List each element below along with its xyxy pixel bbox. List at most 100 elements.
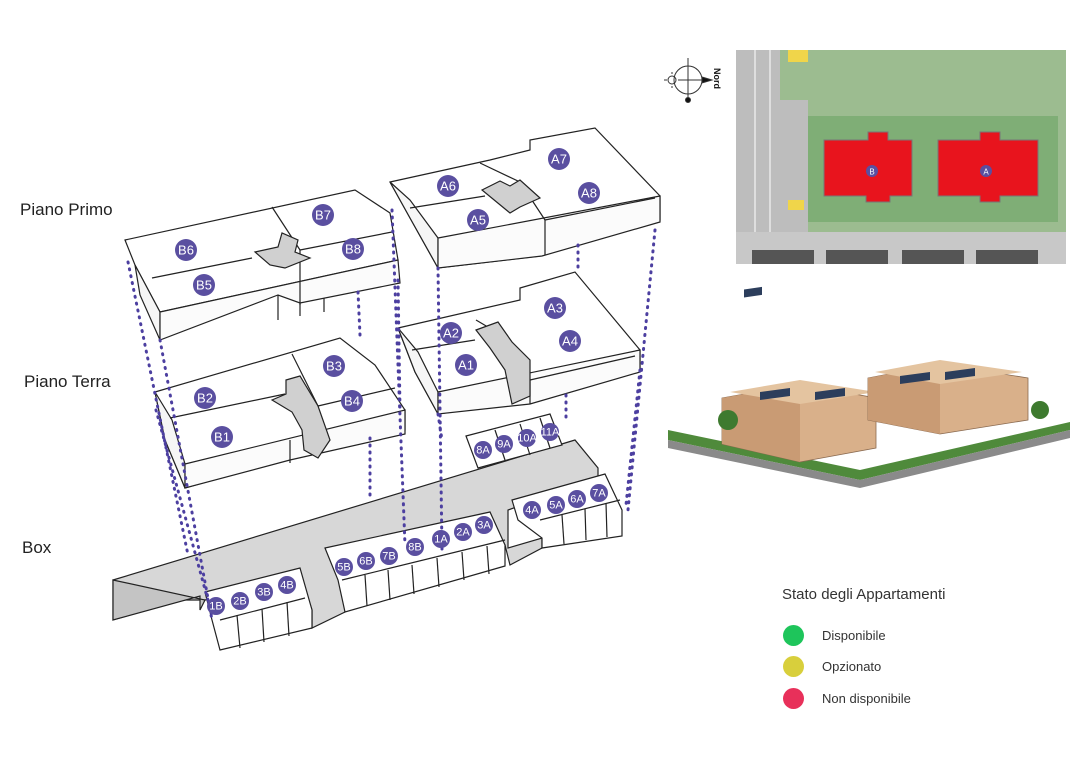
unit-marker-circle xyxy=(323,355,345,377)
box-2b[interactable]: 2B xyxy=(231,592,249,610)
site-plan: B A xyxy=(736,50,1066,264)
unit-marker-circle xyxy=(312,204,334,226)
unit-marker-label: B3 xyxy=(326,359,342,374)
box-3a[interactable]: 3A xyxy=(475,516,493,534)
unit-marker-circle xyxy=(342,238,364,260)
unit-marker-label: 2A xyxy=(456,527,470,539)
unit-marker-circle xyxy=(547,496,565,514)
unit-marker-circle xyxy=(341,390,363,412)
unit-b7[interactable]: B7 xyxy=(312,204,334,226)
legend-title: Stato degli Appartamenti xyxy=(782,586,946,603)
box-3b[interactable]: 3B xyxy=(255,583,273,601)
unit-marker-circle xyxy=(474,441,492,459)
siteplan-label-b: B xyxy=(869,168,874,177)
unit-marker-label: 9A xyxy=(497,439,511,451)
unit-b3[interactable]: B3 xyxy=(323,355,345,377)
box-1a[interactable]: 1A xyxy=(432,530,450,548)
box-5a[interactable]: 5A xyxy=(547,496,565,514)
unit-marker-label: A7 xyxy=(551,152,567,167)
box-7a[interactable]: 7A xyxy=(590,484,608,502)
box-2a[interactable]: 2A xyxy=(454,523,472,541)
unit-marker-circle xyxy=(231,592,249,610)
unit-marker-label: 3B xyxy=(257,587,270,599)
unit-marker-circle xyxy=(467,209,489,231)
unit-marker-label: 11A xyxy=(541,427,560,439)
label-piano-terra: Piano Terra xyxy=(24,372,111,391)
unit-marker-circle xyxy=(193,274,215,296)
unit-a1[interactable]: A1 xyxy=(455,354,477,376)
box-1b[interactable]: 1B xyxy=(207,597,225,615)
unit-marker-circle xyxy=(518,429,536,447)
unit-a8[interactable]: A8 xyxy=(578,182,600,204)
floor-piano-terra xyxy=(154,271,641,489)
unit-marker-circle xyxy=(406,538,424,556)
box-10a[interactable]: 10A xyxy=(517,429,537,447)
unit-marker-label: A6 xyxy=(440,179,456,194)
unit-marker-label: B8 xyxy=(345,242,361,257)
legend-label-non-disponibile: Non disponibile xyxy=(822,691,911,706)
unit-marker-circle xyxy=(590,484,608,502)
box-6b[interactable]: 6B xyxy=(357,552,375,570)
unit-b6[interactable]: B6 xyxy=(175,239,197,261)
unit-marker-label: A5 xyxy=(470,213,486,228)
unit-marker-label: 5A xyxy=(549,500,563,512)
unit-marker-circle xyxy=(495,435,513,453)
unit-marker-label: A1 xyxy=(458,358,474,373)
unit-marker-circle xyxy=(278,576,296,594)
legend-label-opzionato: Opzionato xyxy=(822,659,882,674)
unit-marker-label: 5B xyxy=(337,562,350,574)
unit-marker-label: A2 xyxy=(443,326,459,341)
box-7b[interactable]: 7B xyxy=(380,547,398,565)
legend-item-disponibile: Disponibile xyxy=(782,625,1032,647)
unit-marker-circle xyxy=(559,330,581,352)
box-8b[interactable]: 8B xyxy=(406,538,424,556)
legend-item-non-disponibile: Non disponibile xyxy=(782,688,1032,710)
unit-a6[interactable]: A6 xyxy=(437,175,459,197)
unit-marker-label: 4A xyxy=(525,505,539,517)
unit-b5[interactable]: B5 xyxy=(193,274,215,296)
unit-marker-label: 3A xyxy=(477,520,491,532)
unit-a5[interactable]: A5 xyxy=(467,209,489,231)
unit-marker-circle xyxy=(437,175,459,197)
unit-marker-circle xyxy=(541,423,559,441)
unit-marker-circle xyxy=(432,530,450,548)
unit-marker-label: 2B xyxy=(233,596,246,608)
unit-b2[interactable]: B2 xyxy=(194,387,216,409)
box-9a[interactable]: 9A xyxy=(495,435,513,453)
unit-marker-circle xyxy=(440,322,462,344)
unit-marker-circle xyxy=(578,182,600,204)
unit-marker-label: 10A xyxy=(517,433,537,445)
unit-marker-label: 4B xyxy=(280,580,293,592)
unit-marker-label: 6A xyxy=(570,494,584,506)
unit-marker-label: B4 xyxy=(344,394,360,409)
unit-marker-label: B1 xyxy=(214,430,230,445)
unit-b8[interactable]: B8 xyxy=(342,238,364,260)
unit-a3[interactable]: A3 xyxy=(544,297,566,319)
unit-marker-label: B6 xyxy=(178,243,194,258)
unit-b4[interactable]: B4 xyxy=(341,390,363,412)
unit-marker-circle xyxy=(194,387,216,409)
unit-a4[interactable]: A4 xyxy=(559,330,581,352)
legend-dot-disponibile xyxy=(783,625,804,646)
unit-a2[interactable]: A2 xyxy=(440,322,462,344)
unit-marker-label: 6B xyxy=(359,556,372,568)
label-box: Box xyxy=(22,538,52,557)
box-5b[interactable]: 5B xyxy=(335,558,353,576)
legend-label-disponibile: Disponibile xyxy=(822,628,886,643)
unit-marker-label: B5 xyxy=(196,278,212,293)
box-4a[interactable]: 4A xyxy=(523,501,541,519)
box-8a[interactable]: 8A xyxy=(474,441,492,459)
box-11a[interactable]: 11A xyxy=(541,423,560,441)
label-piano-primo: Piano Primo xyxy=(20,200,113,219)
unit-b1[interactable]: B1 xyxy=(211,426,233,448)
unit-marker-circle xyxy=(475,516,493,534)
unit-marker-label: 1B xyxy=(209,601,222,613)
legend-dot-opzionato xyxy=(783,656,804,677)
unit-a7[interactable]: A7 xyxy=(548,148,570,170)
unit-marker-circle xyxy=(548,148,570,170)
box-4b[interactable]: 4B xyxy=(278,576,296,594)
unit-marker-circle xyxy=(454,523,472,541)
box-6a[interactable]: 6A xyxy=(568,490,586,508)
